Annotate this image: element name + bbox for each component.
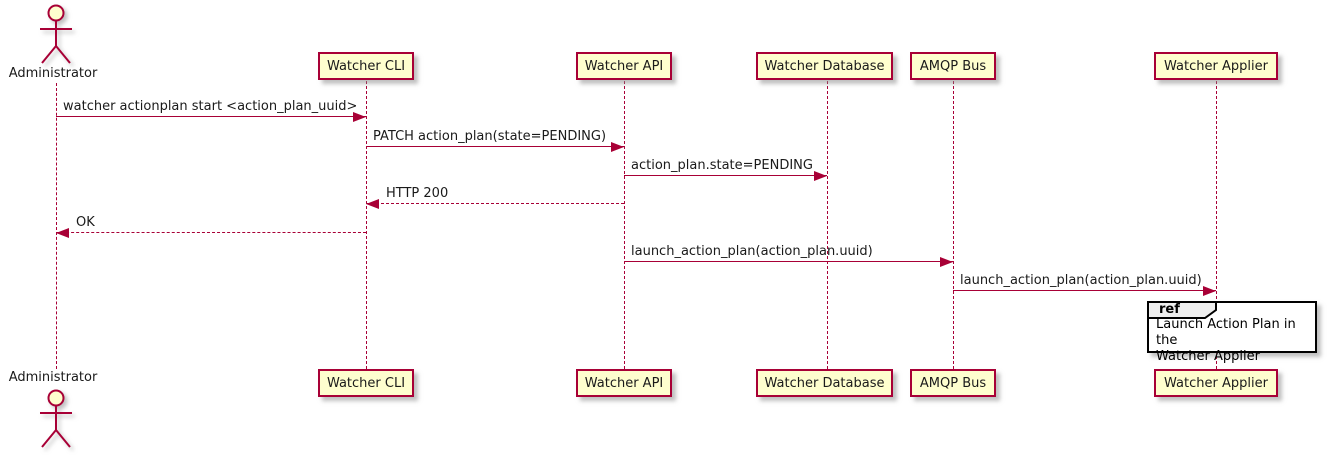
message-start-actionplan: watcher actionplan start <action_plan_uu… bbox=[56, 97, 366, 122]
participant-bottom-watcher-api: Watcher API bbox=[576, 369, 672, 397]
lifeline-administrator bbox=[56, 83, 57, 369]
message-label: action_plan.state=PENDING bbox=[631, 158, 813, 173]
lifeline-amqp-bus bbox=[953, 81, 954, 369]
participant-bottom-watcher-cli: Watcher CLI bbox=[318, 369, 414, 397]
message-patch-action-plan: PATCH action_plan(state=PENDING) bbox=[366, 127, 624, 152]
message-launch-action-plan-bus: launch_action_plan(action_plan.uuid) bbox=[624, 242, 953, 267]
ref-fragment: ref Launch Action Plan in the Watcher Ap… bbox=[1147, 301, 1317, 364]
arrowhead-left-icon bbox=[366, 199, 379, 209]
participant-top-amqp-bus: AMQP Bus bbox=[910, 52, 996, 80]
actor-icon bbox=[40, 4, 72, 64]
lifeline-watcher-api bbox=[624, 81, 625, 369]
message-label: HTTP 200 bbox=[386, 186, 449, 201]
message-state-pending: action_plan.state=PENDING bbox=[624, 156, 827, 181]
participant-top-watcher-applier: Watcher Applier bbox=[1154, 52, 1278, 80]
message-label: PATCH action_plan(state=PENDING) bbox=[373, 129, 607, 144]
ref-keyword: ref bbox=[1159, 302, 1180, 317]
message-label: OK bbox=[76, 215, 95, 230]
participant-top-watcher-cli: Watcher CLI bbox=[318, 52, 414, 80]
lifeline-watcher-database bbox=[827, 81, 828, 369]
arrowhead-right-icon bbox=[353, 112, 366, 122]
participant-bottom-watcher-applier: Watcher Applier bbox=[1154, 369, 1278, 397]
participant-bottom-amqp-bus: AMQP Bus bbox=[910, 369, 996, 397]
message-http-200: HTTP 200 bbox=[366, 184, 624, 209]
lifeline-watcher-applier bbox=[1216, 81, 1217, 369]
message-label: launch_action_plan(action_plan.uuid) bbox=[960, 273, 1202, 288]
ref-tab-icon bbox=[1147, 301, 1217, 319]
arrowhead-right-icon bbox=[814, 171, 827, 181]
message-ok: OK bbox=[56, 213, 366, 238]
arrowhead-left-icon bbox=[56, 228, 69, 238]
message-launch-action-plan-applier: launch_action_plan(action_plan.uuid) bbox=[953, 271, 1216, 296]
ref-text-line1: Launch Action Plan in the bbox=[1156, 317, 1296, 348]
lifeline-watcher-cli bbox=[366, 81, 367, 369]
arrowhead-right-icon bbox=[611, 142, 624, 152]
message-label: launch_action_plan(action_plan.uuid) bbox=[631, 244, 873, 259]
participant-top-watcher-api: Watcher API bbox=[576, 52, 672, 80]
participant-top-watcher-database: Watcher Database bbox=[756, 52, 893, 80]
arrowhead-right-icon bbox=[940, 257, 953, 267]
actor-label-bottom: Administrator bbox=[8, 370, 98, 385]
ref-text: Launch Action Plan in the Watcher Applie… bbox=[1156, 317, 1311, 365]
actor-label: Administrator bbox=[8, 66, 98, 81]
ref-text-line2: Watcher Applier bbox=[1156, 349, 1260, 364]
message-label: watcher actionplan start <action_plan_uu… bbox=[63, 99, 358, 114]
arrowhead-right-icon bbox=[1203, 286, 1216, 296]
actor-icon-bottom bbox=[40, 389, 72, 448]
participant-bottom-watcher-database: Watcher Database bbox=[756, 369, 893, 397]
